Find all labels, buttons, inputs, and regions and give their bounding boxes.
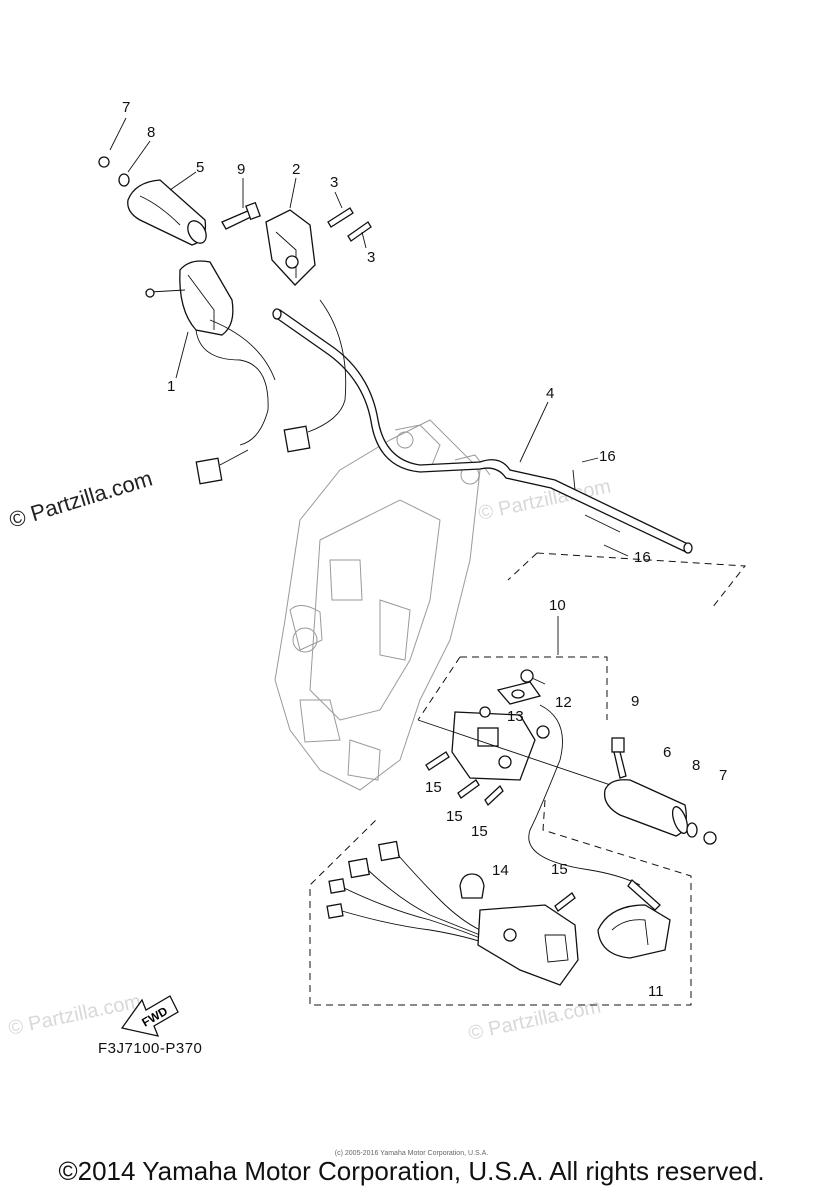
small-notice: (c) 2005-2016 Yamaha Motor Corporation, …: [334, 1150, 489, 1157]
callout-11: 11: [648, 983, 664, 1000]
engine-housing-ghost: [274, 419, 491, 791]
callout-8: 8: [147, 124, 155, 141]
screw-7-left: [98, 156, 110, 168]
assembly-10-outline: [417, 656, 461, 721]
switch-unit-10: [417, 706, 641, 796]
wiring-harness: [326, 840, 483, 943]
screws-15: [425, 751, 576, 912]
holder-2: [265, 209, 316, 286]
callout-12: 12: [555, 694, 572, 711]
callout-14: 14: [492, 862, 509, 879]
callout-3: 3: [330, 174, 338, 191]
connector-left: [195, 449, 249, 485]
callout-15: 15: [425, 779, 442, 796]
callout-16: 16: [599, 448, 616, 465]
grip-left: [127, 179, 207, 246]
callout-7: 7: [719, 767, 727, 784]
callout-4: 4: [546, 385, 554, 402]
forward-arrow: FWD: [120, 995, 179, 1037]
switch-cable: [528, 704, 641, 886]
bolt-9-right: [611, 737, 627, 779]
callout-10: 10: [549, 597, 566, 614]
callout-1: 1: [167, 378, 175, 395]
washer-8-left: [118, 173, 130, 187]
watermark-faint: © Partzilla.com: [466, 995, 602, 1045]
cover-11: [597, 904, 671, 959]
shaft-outline: [507, 552, 538, 581]
screw-3-pair: [327, 207, 372, 242]
grip-right: [603, 779, 689, 837]
screw-7-right: [703, 831, 717, 845]
callout-15: 15: [471, 823, 488, 840]
callout-numbers: 7 8 5 9 2 3 3 1 4 16 16 10 12 13 9 6 8 7…: [122, 99, 727, 1000]
callout-3: 3: [367, 249, 375, 266]
cable-spring: [627, 879, 661, 911]
throttle-lever-assembly: [145, 260, 276, 446]
cap-13: [536, 725, 550, 739]
watermark-faint: © Partzilla.com: [6, 990, 142, 1040]
callout-15: 15: [551, 861, 568, 878]
callout-7: 7: [122, 99, 130, 116]
callout-2: 2: [292, 161, 300, 178]
cap-14: [459, 873, 485, 899]
handlebar: [272, 308, 693, 554]
callout-8: 8: [692, 757, 700, 774]
callout-6: 6: [663, 744, 671, 761]
assembly-10-outline: [460, 656, 608, 720]
copyright-footer: ©2014 Yamaha Motor Corporation, U.S.A. A…: [58, 1156, 765, 1186]
leader-lines: [109, 117, 629, 655]
plate-12: [496, 681, 542, 705]
callout-9: 9: [631, 693, 639, 710]
bolt-12: [520, 669, 546, 685]
washer-8-right: [686, 822, 698, 838]
callout-13: 13: [507, 708, 524, 725]
figure-code: F3J7100-P370: [98, 1040, 203, 1057]
bolt-9-left: [221, 201, 261, 230]
connector-mid: [283, 299, 347, 453]
watermark-main: © Partzilla.com: [6, 466, 155, 533]
callout-15: 15: [446, 808, 463, 825]
shaft-outline: [536, 552, 746, 609]
switch-housing-lower: [477, 904, 579, 986]
callout-9: 9: [237, 161, 245, 178]
lower-assembly-outline: [309, 799, 692, 1006]
callout-5: 5: [196, 159, 204, 176]
callout-16: 16: [634, 549, 651, 566]
